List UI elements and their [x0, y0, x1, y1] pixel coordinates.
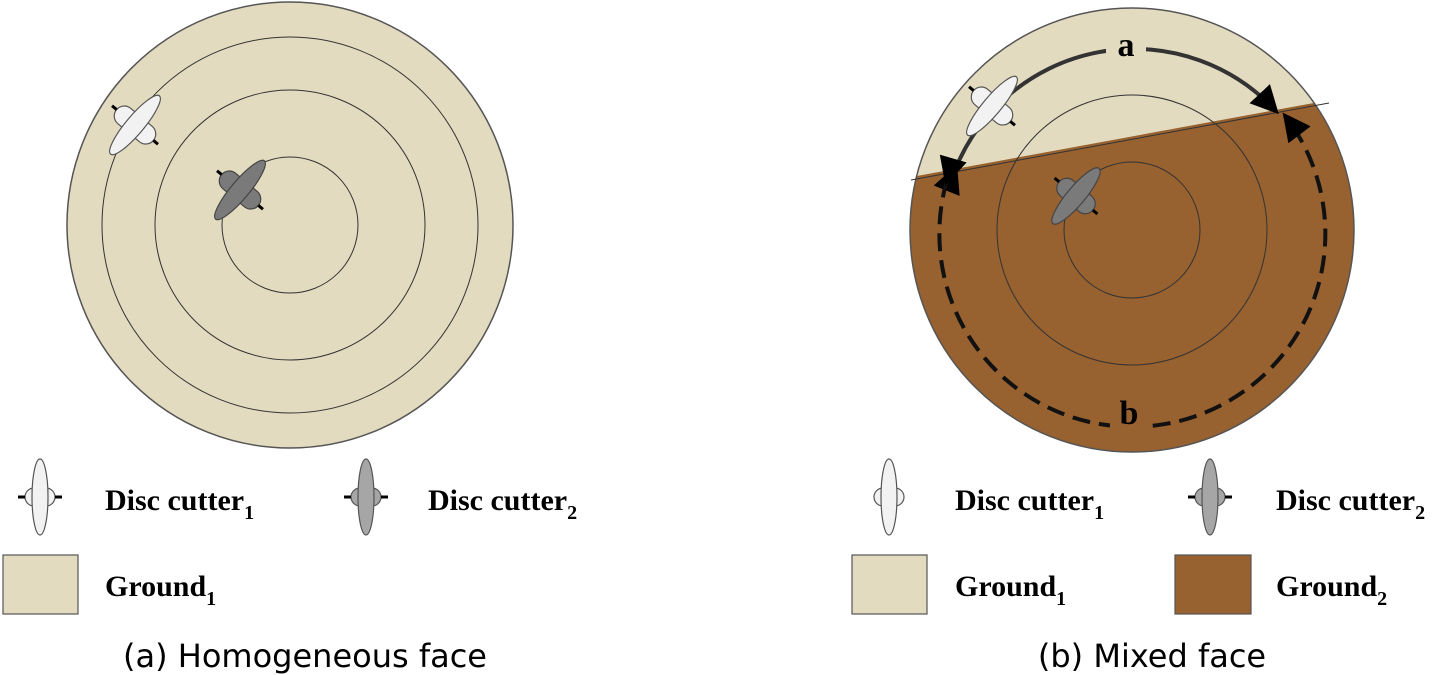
legend-disc-cutter-1-icon-b: [873, 458, 905, 536]
arc-b-label-bg: [1110, 393, 1148, 431]
legend-ground2-label: Ground2: [1276, 570, 1387, 610]
mixed-face-outline: [909, 7, 1355, 453]
legend-disc-cutter-2-icon: [344, 458, 388, 536]
panel-mixed-face: a b Disc cutter1: [851, 7, 1425, 675]
arc-b-label: b: [1120, 395, 1139, 432]
legend-disc-cutter-2-label-b: Disc cutter2: [1276, 484, 1425, 524]
caption-mixed-face: (b) Mixed face: [1038, 637, 1266, 675]
arc-a-label: a: [1118, 27, 1135, 64]
legend-ground1-swatch: [2, 554, 79, 615]
disc-cutter-2-icon-b: [1051, 167, 1101, 225]
disc-cutter-2-icon: [214, 159, 266, 221]
legend-disc-cutter-2-icon-b: [1188, 458, 1232, 536]
track-ring-inner: [221, 156, 359, 294]
arc-b-arrow: [937, 112, 1328, 429]
track-ring-middle: [154, 89, 426, 361]
disc-cutter-1-icon-b: [966, 75, 1018, 137]
legend-ground1-label: Ground1: [105, 570, 216, 610]
track-ring-outer: [101, 36, 479, 414]
legend-disc-cutter-1-label: Disc cutter1: [105, 484, 254, 524]
legend-ground2-swatch: [1174, 554, 1252, 615]
legend-ground1-swatch-b: [851, 554, 928, 615]
legend-disc-cutter-1-icon: [18, 458, 62, 536]
legend-disc-cutter-2-label: Disc cutter2: [428, 484, 577, 524]
caption-homogeneous-face: (a) Homogeneous face: [123, 637, 487, 675]
panel-homogeneous-face: Disc cutter1 Disc cutter2 Ground1 (a) Ho…: [2, 1, 577, 675]
ground1-face: [66, 1, 514, 449]
arc-a-label-bg: [1106, 24, 1146, 62]
legend-disc-cutter-1-label-b: Disc cutter1: [955, 484, 1104, 524]
legend-ground1-label-b: Ground1: [955, 570, 1066, 610]
disc-cutter-1-icon: [109, 94, 161, 156]
